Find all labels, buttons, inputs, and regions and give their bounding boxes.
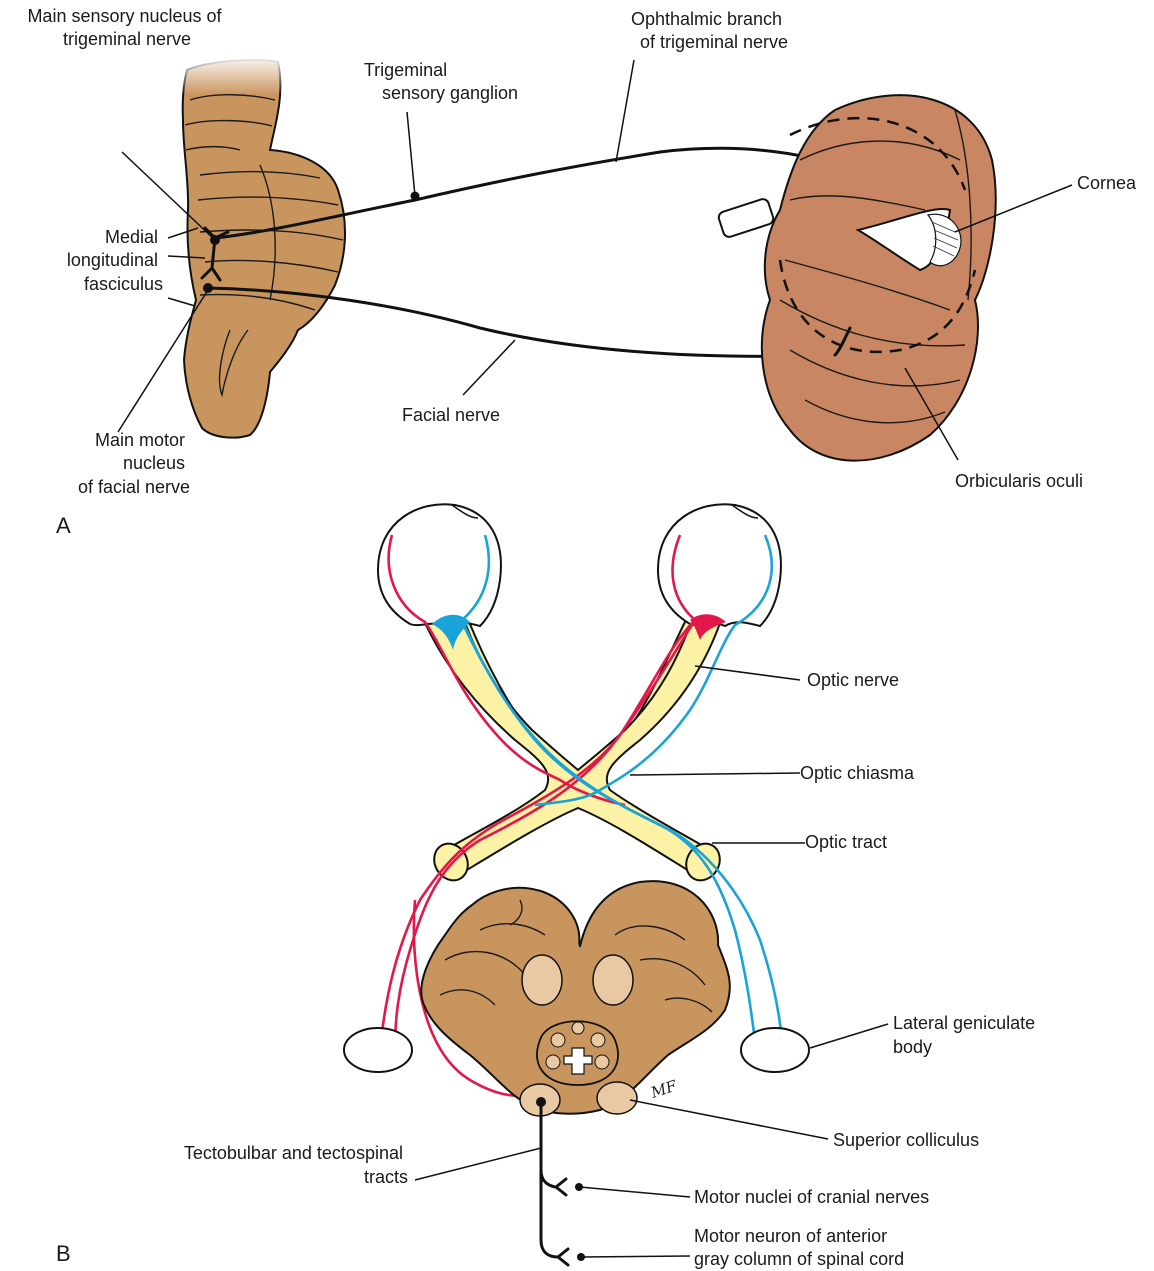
label-superior-colliculus: Superior colliculus (833, 1130, 979, 1150)
leader-superior-colliculus (630, 1100, 828, 1139)
leader-motor-neuron (582, 1256, 690, 1257)
label-ophthalmic-branch: Ophthalmic branch of trigeminal nerve (631, 9, 788, 52)
leader-lateral-geniculate (810, 1024, 888, 1048)
label-facial-nerve: Facial nerve (402, 405, 500, 425)
panel-a-illustration (118, 55, 1072, 461)
brainstem-a (175, 55, 345, 438)
right-eyeball (658, 504, 781, 640)
label-main-sensory-nucleus: Main sensory nucleus of trigeminal nerve (27, 6, 226, 49)
leader-optic-chiasma (630, 773, 800, 775)
label-motor-neuron-anterior: Motor neuron of anterior gray column of … (694, 1226, 904, 1269)
leader-ophthalmic (616, 60, 634, 162)
tectospinal-tract (536, 1097, 585, 1265)
leader-tectobulbar (415, 1148, 541, 1180)
midbrain (421, 881, 730, 1116)
label-medial-longitudinal-fasciculus: Medial longitudinal fasciculus (67, 227, 163, 294)
label-motor-nuclei-cranial: Motor nuclei of cranial nerves (694, 1187, 929, 1207)
label-trigeminal-ganglion: Trigeminal sensory ganglion (364, 60, 518, 103)
optic-stump (717, 198, 774, 239)
label-lateral-geniculate-body: Lateral geniculate body (893, 1013, 1040, 1057)
label-optic-tract: Optic tract (805, 832, 887, 852)
right-red-nucleus (593, 955, 633, 1005)
lateral-geniculate-left (344, 1028, 412, 1072)
leader-motor-nuclei (580, 1187, 690, 1197)
leader-facial-nerve (463, 340, 515, 395)
panel-label-b: B (56, 1241, 71, 1266)
motor-nucleus-dot (203, 283, 213, 293)
label-orbicularis-oculi: Orbicularis oculi (955, 471, 1083, 491)
leader-ganglion (407, 112, 415, 196)
left-eyeball (378, 504, 501, 650)
label-optic-nerve: Optic nerve (807, 670, 899, 690)
lateral-geniculate-right (741, 1028, 809, 1072)
label-cornea: Cornea (1077, 173, 1137, 193)
label-optic-chiasma: Optic chiasma (800, 763, 915, 783)
signature: MF (648, 1077, 680, 1103)
panel-label-a: A (56, 513, 71, 538)
left-red-nucleus (522, 955, 562, 1005)
panel-b-illustration (344, 504, 888, 1265)
superior-colliculus-right (597, 1082, 637, 1114)
label-main-motor-nucleus: Main motor nucleus of facial nerve (78, 430, 190, 497)
label-tectobulbar-tracts: Tectobulbar and tectospinal tracts (184, 1143, 408, 1187)
